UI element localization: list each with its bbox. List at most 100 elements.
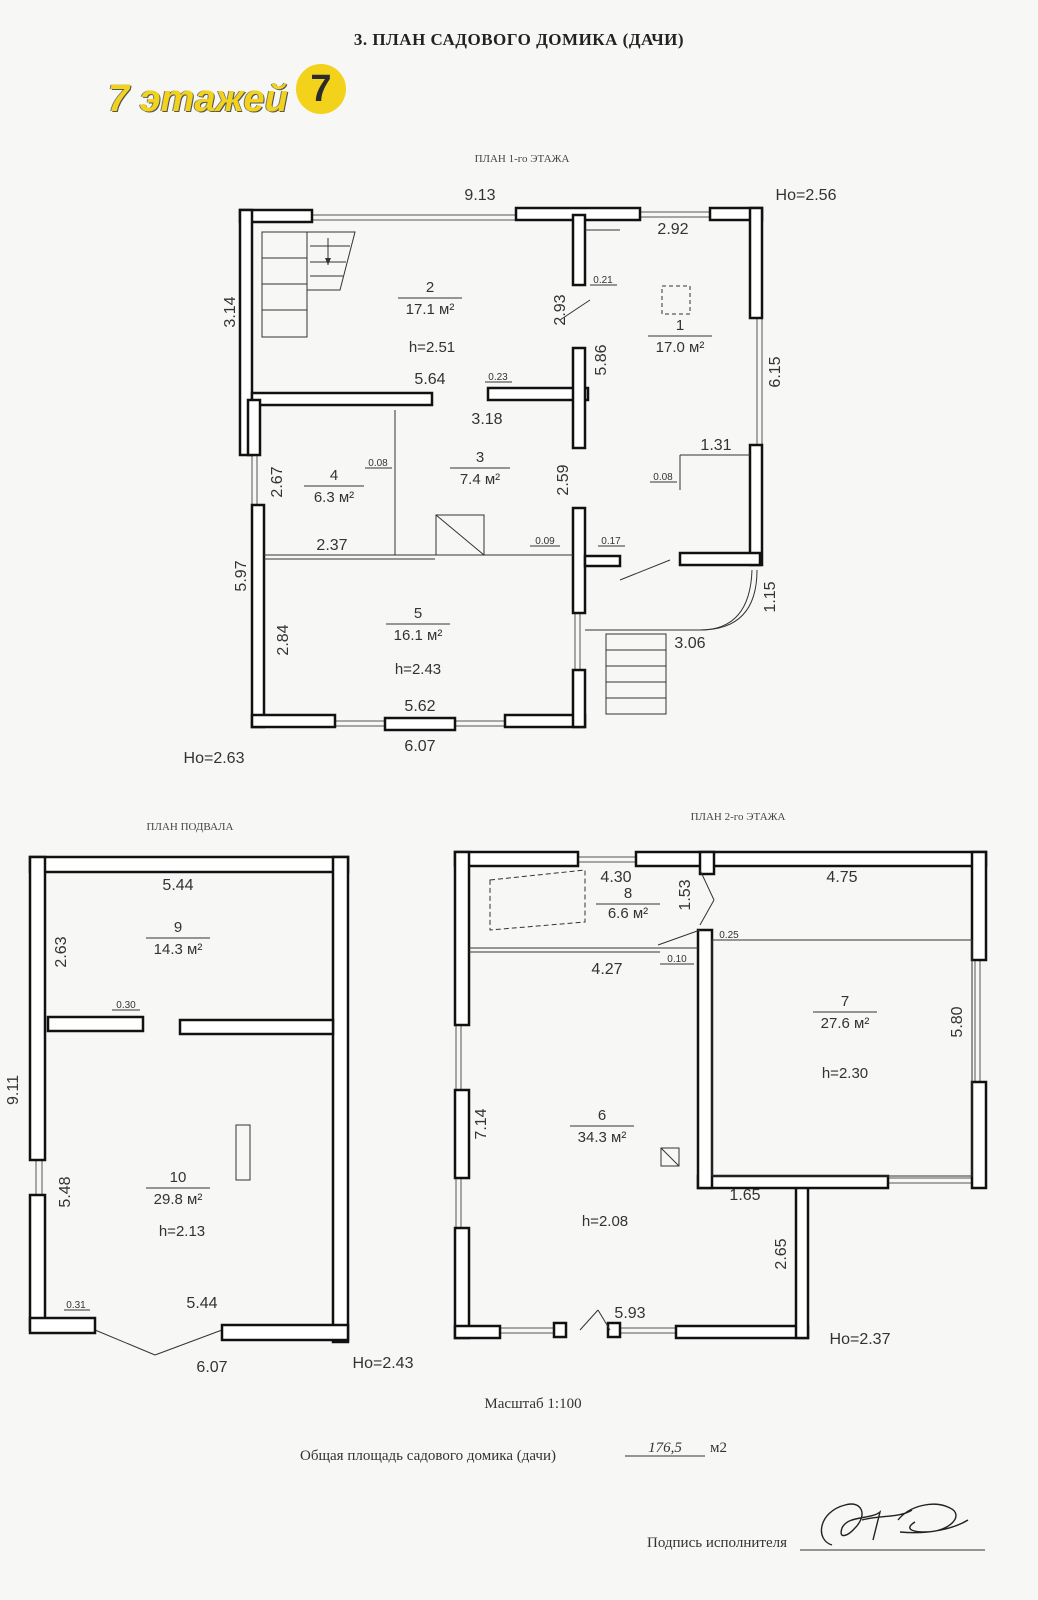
room-6-area: 34.3 м²: [578, 1129, 627, 1146]
dim: 9.11: [5, 1075, 22, 1105]
dim: 6.07: [196, 1359, 227, 1376]
total-area-label: Общая площадь садового домика (дачи): [300, 1448, 556, 1464]
room-5-number: 5: [414, 605, 422, 622]
floor1-dimensions: 9.13 2.92 3.14 2.93 5.86 6.15 5.64 3.18 …: [184, 187, 837, 767]
watermark-logo-icon: 7: [295, 63, 346, 114]
room-5-area: 16.1 м²: [394, 627, 443, 644]
room-9-area: 14.3 м²: [154, 941, 203, 958]
floor2-details: [469, 869, 742, 1331]
signature-label: Подпись исполнителя: [647, 1535, 787, 1551]
room-1-number: 1: [676, 317, 684, 334]
dim: 1.53: [677, 879, 694, 910]
dim: 5.93: [614, 1305, 645, 1322]
floor2-ho: Ho=2.37: [830, 1331, 891, 1348]
watermark-text: 7 этажей: [108, 78, 288, 120]
dim-small: 0.17: [601, 536, 621, 547]
dim: 4.27: [591, 961, 622, 978]
floor1-room-labels: 2 17.1 м² h=2.51 1 17.0 м² 3 7.4 м² 4 6.…: [304, 279, 712, 678]
dim: 2.93: [552, 294, 569, 325]
dim: 2.63: [53, 936, 70, 967]
dim-small: 0.08: [368, 458, 388, 469]
floor1-plan: ПЛАН 1-го ЭТАЖА: [184, 153, 837, 767]
room-2-height: h=2.51: [409, 339, 455, 356]
dim: 1.31: [700, 437, 731, 454]
dim: 5.44: [186, 1295, 217, 1312]
dim: 6.15: [767, 356, 784, 387]
floor1-windows: [251, 211, 763, 727]
floor1-walls: [238, 206, 764, 732]
room-5-height: h=2.43: [395, 661, 441, 678]
dim: 5.62: [404, 698, 435, 715]
dim: 7.14: [473, 1108, 490, 1139]
room-10-area: 29.8 м²: [154, 1191, 203, 1208]
floor1-ho-top: Ho=2.56: [776, 187, 837, 204]
dim: 5.48: [57, 1176, 74, 1207]
room-2-area: 17.1 м²: [406, 301, 455, 318]
floor2-walls: [453, 850, 988, 1340]
dim: 4.75: [826, 869, 857, 886]
dim: 5.44: [162, 877, 193, 894]
room-7-number: 7: [841, 993, 849, 1010]
room-2-number: 2: [426, 279, 434, 296]
dim: 2.84: [275, 624, 292, 655]
dim-small: 0.10: [667, 954, 687, 965]
room-4-number: 4: [330, 467, 338, 484]
dim: 1.65: [729, 1187, 760, 1204]
room-7-height: h=2.30: [822, 1065, 868, 1082]
room-3-area: 7.4 м²: [460, 471, 500, 488]
room-1-area: 17.0 м²: [656, 339, 705, 356]
room-7-area: 27.6 м²: [821, 1015, 870, 1032]
watermark-brand: 7 этажей 7: [108, 63, 346, 121]
dim: 3.06: [674, 635, 705, 652]
signature-mark: [820, 1503, 969, 1546]
document-footer: Масштаб 1:100 Общая площадь садового дом…: [300, 1396, 985, 1551]
dim-small: 0.21: [593, 275, 613, 286]
room-8-number: 8: [624, 885, 632, 902]
room-6-height: h=2.08: [582, 1213, 628, 1230]
scale-label: Масштаб 1:100: [484, 1396, 581, 1412]
dim: 2.67: [269, 466, 286, 497]
room-4-area: 6.3 м²: [314, 489, 354, 506]
dim-small: 0.09: [535, 536, 555, 547]
basement-windows: [35, 1160, 223, 1356]
basement-labels: 9 14.3 м² 10 29.8 м² h=2.13 5.44 2.63 9.…: [5, 877, 414, 1376]
dim: 4.30: [600, 869, 631, 886]
floor2-plan: ПЛАН 2-го ЭТАЖА: [453, 811, 988, 1348]
watermark-logo-digit: 7: [310, 67, 332, 110]
floor2-title: ПЛАН 2-го ЭТАЖА: [691, 811, 786, 823]
basement-ho: Ho=2.43: [353, 1355, 414, 1372]
basement-title: ПЛАН ПОДВАЛА: [147, 821, 234, 833]
floor1-details: [261, 229, 758, 715]
dim-small: 0.23: [488, 372, 508, 383]
dim: 9.13: [464, 187, 495, 204]
dim: 3.18: [471, 411, 502, 428]
dim-small: 0.08: [653, 472, 673, 483]
room-8-area: 6.6 м²: [608, 905, 648, 922]
room-3-number: 3: [476, 449, 484, 466]
room-10-number: 10: [170, 1169, 187, 1186]
document-title: 3. ПЛАН САДОВОГО ДОМИКА (ДАЧИ): [353, 30, 685, 49]
room-9-number: 9: [174, 919, 182, 936]
dim-small: 0.25: [719, 930, 739, 941]
floor1-ho-bottom: Ho=2.63: [184, 750, 245, 767]
dim: 5.86: [593, 344, 610, 375]
dim: 6.07: [404, 738, 435, 755]
dim-small: 0.30: [116, 1000, 136, 1011]
dim: 1.15: [762, 581, 779, 612]
floor2-windows: [455, 856, 981, 1334]
total-area-value: 176,5: [648, 1440, 682, 1456]
dim: 5.97: [233, 560, 250, 591]
dim: 5.80: [949, 1006, 966, 1037]
floor1-title: ПЛАН 1-го ЭТАЖА: [475, 153, 570, 165]
basement-plan: ПЛАН ПОДВАЛА 9 14.3 м² 10 29.8 м² h=2.1: [5, 821, 414, 1376]
total-area-unit: м2: [710, 1440, 727, 1456]
basement-walls: [28, 855, 350, 1344]
dim: 2.37: [316, 537, 347, 554]
dim: 2.92: [657, 221, 688, 238]
room-10-height: h=2.13: [159, 1223, 205, 1240]
dim: 5.64: [414, 371, 445, 388]
dim: 2.65: [773, 1238, 790, 1269]
dim: 2.59: [555, 464, 572, 495]
room-6-number: 6: [598, 1107, 606, 1124]
